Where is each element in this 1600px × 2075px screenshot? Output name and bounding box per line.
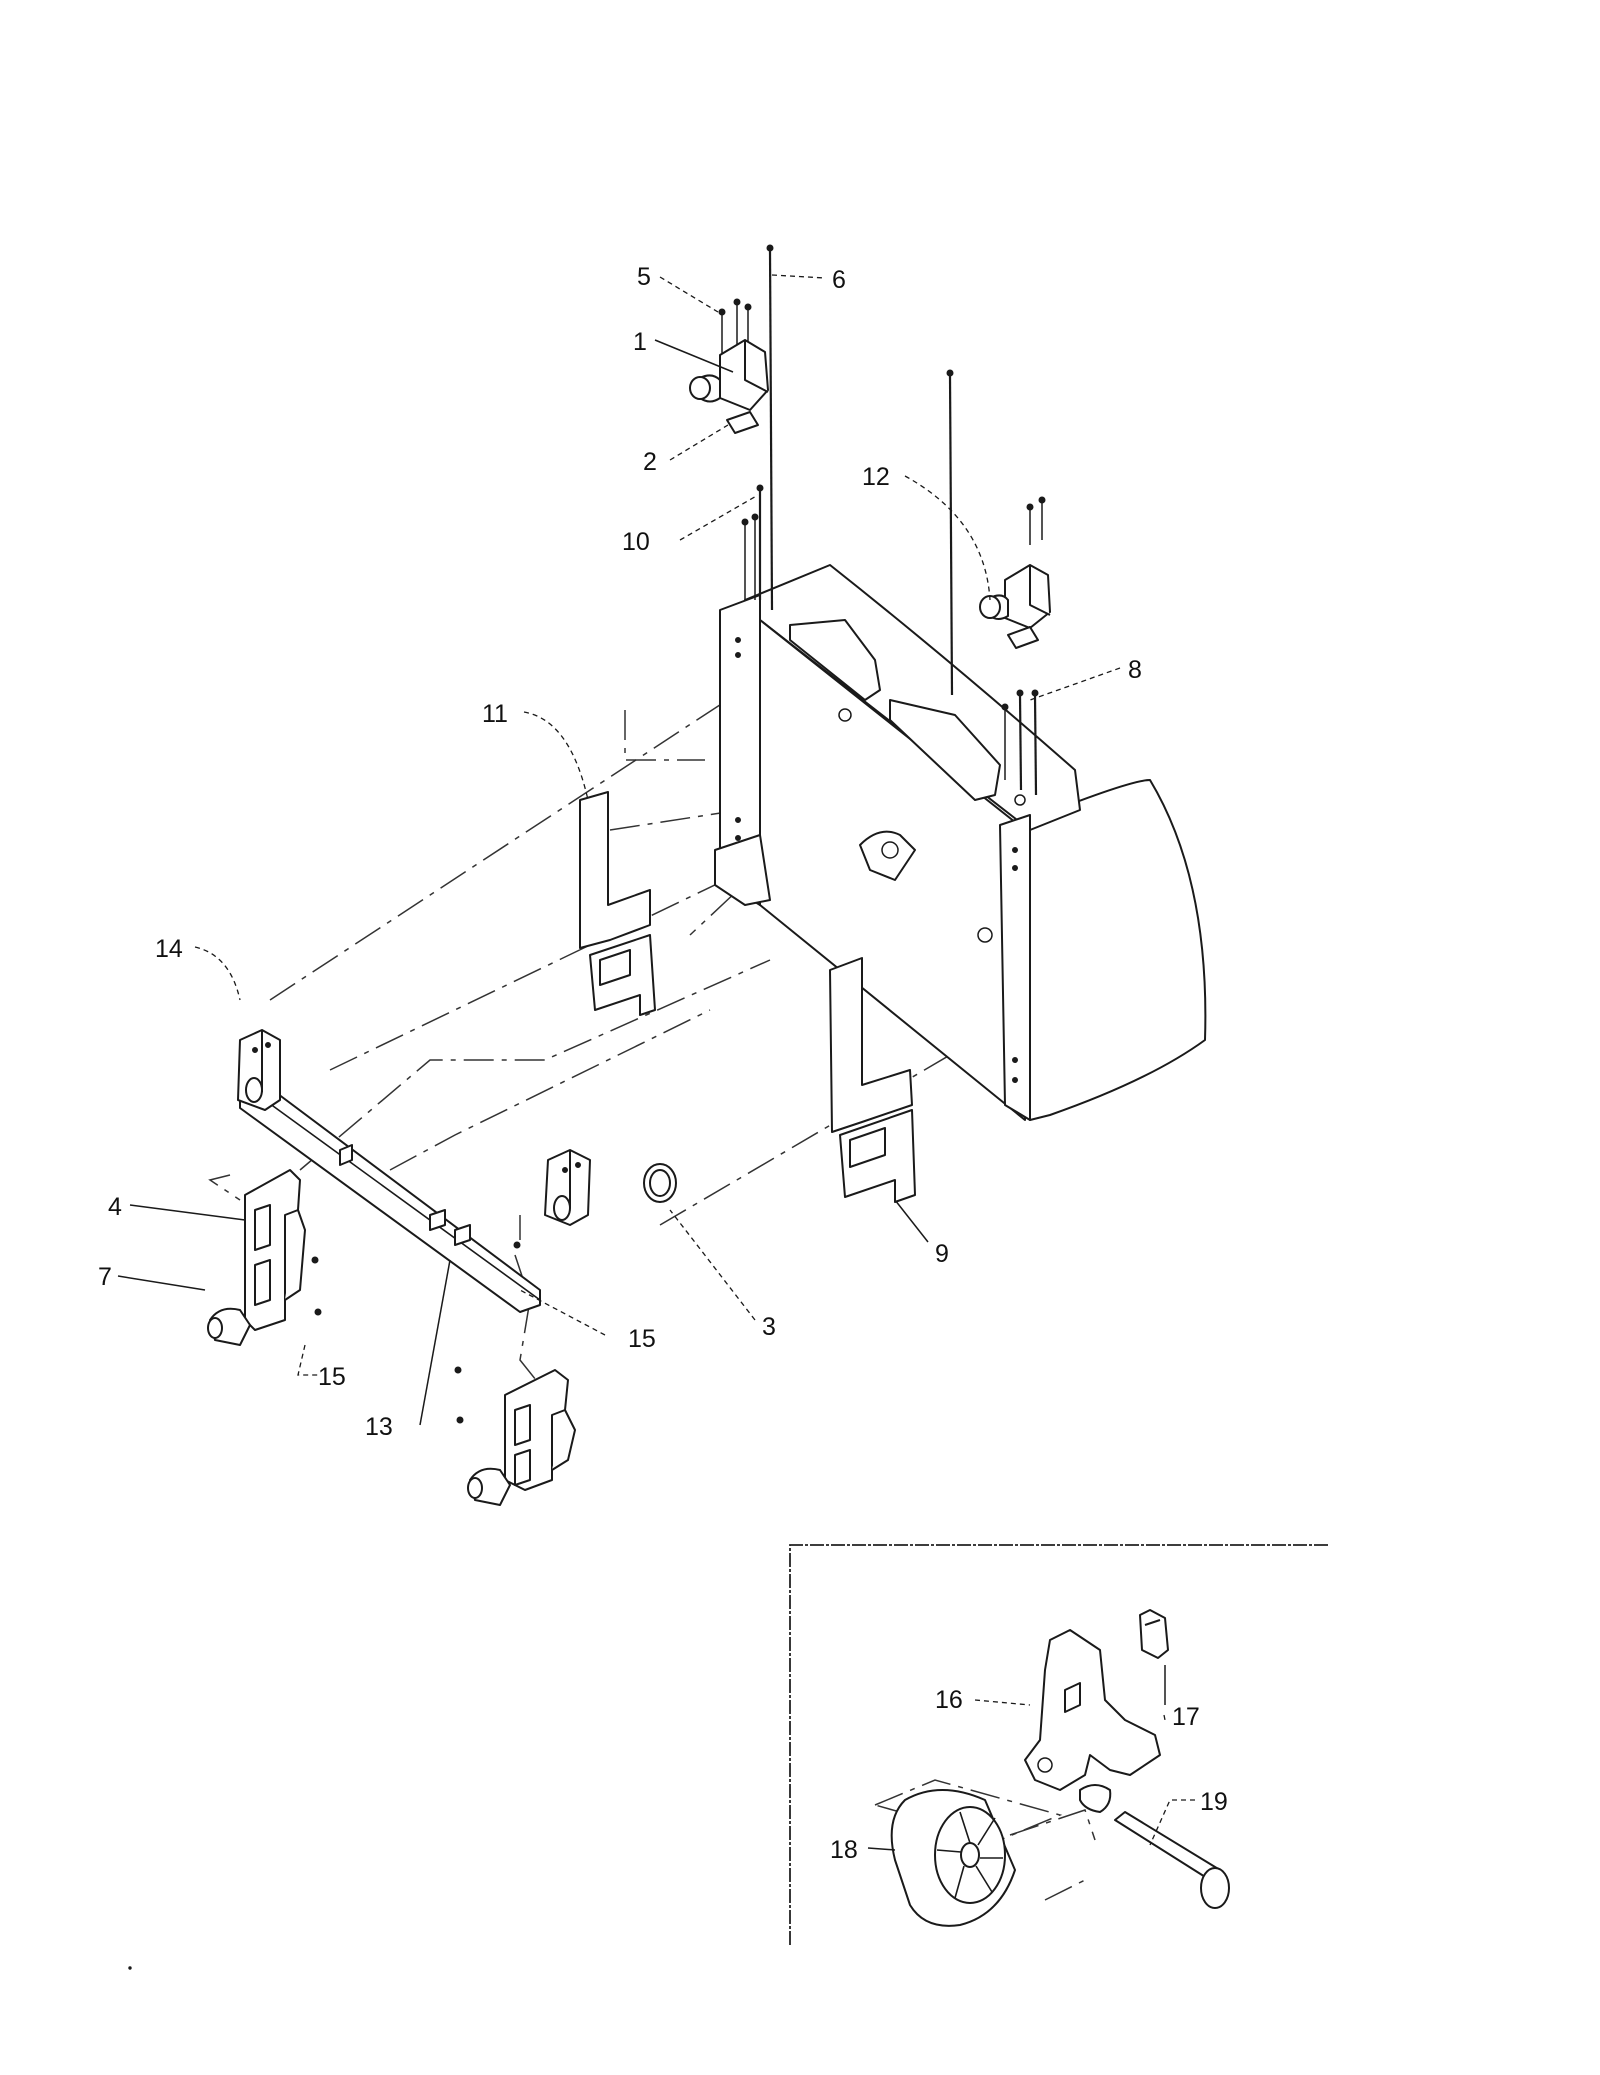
callout-6: 6	[832, 266, 846, 294]
washer-3	[643, 1163, 677, 1203]
callout-4: 4	[108, 1193, 122, 1221]
callout-13: 13	[365, 1413, 393, 1441]
side-plate-9	[829, 957, 916, 1203]
callout-labels: 1 2 3 4 5 6 7 8 9 10 11 12 13 14 15 15 1…	[98, 263, 1228, 1864]
callout-18: 18	[830, 1836, 858, 1864]
callout-9: 9	[935, 1240, 949, 1268]
callout-14: 14	[155, 935, 183, 963]
callout-15-right: 15	[628, 1325, 656, 1353]
leader-lines	[117, 274, 1195, 1851]
callout-7: 7	[98, 1263, 112, 1291]
main-housing-frame	[714, 564, 1207, 1121]
callout-17: 17	[1172, 1703, 1200, 1731]
callout-8: 8	[1128, 656, 1142, 684]
callout-11: 11	[482, 700, 508, 728]
callout-10: 10	[622, 528, 650, 556]
callout-3: 3	[762, 1313, 776, 1341]
hinge-bracket-right	[467, 1369, 576, 1506]
callout-5: 5	[637, 263, 651, 291]
page-mark-dot	[128, 1966, 132, 1970]
hinge-bracket-4	[207, 1169, 306, 1346]
inset-detail	[789, 1544, 1330, 1945]
roller-bracket-14	[237, 1029, 281, 1111]
guide-rods	[756, 244, 1039, 796]
callout-16: 16	[935, 1686, 963, 1714]
callout-12: 12	[862, 463, 890, 491]
callout-19: 19	[1200, 1788, 1228, 1816]
right-hinge-bracket	[979, 564, 1051, 649]
callout-2: 2	[643, 448, 657, 476]
upper-hinge-bracket	[689, 339, 769, 434]
callout-15-left: 15	[318, 1363, 346, 1391]
callout-1: 1	[633, 328, 647, 356]
side-plate-11	[579, 791, 656, 1016]
roller-bracket-middle	[544, 1149, 591, 1226]
